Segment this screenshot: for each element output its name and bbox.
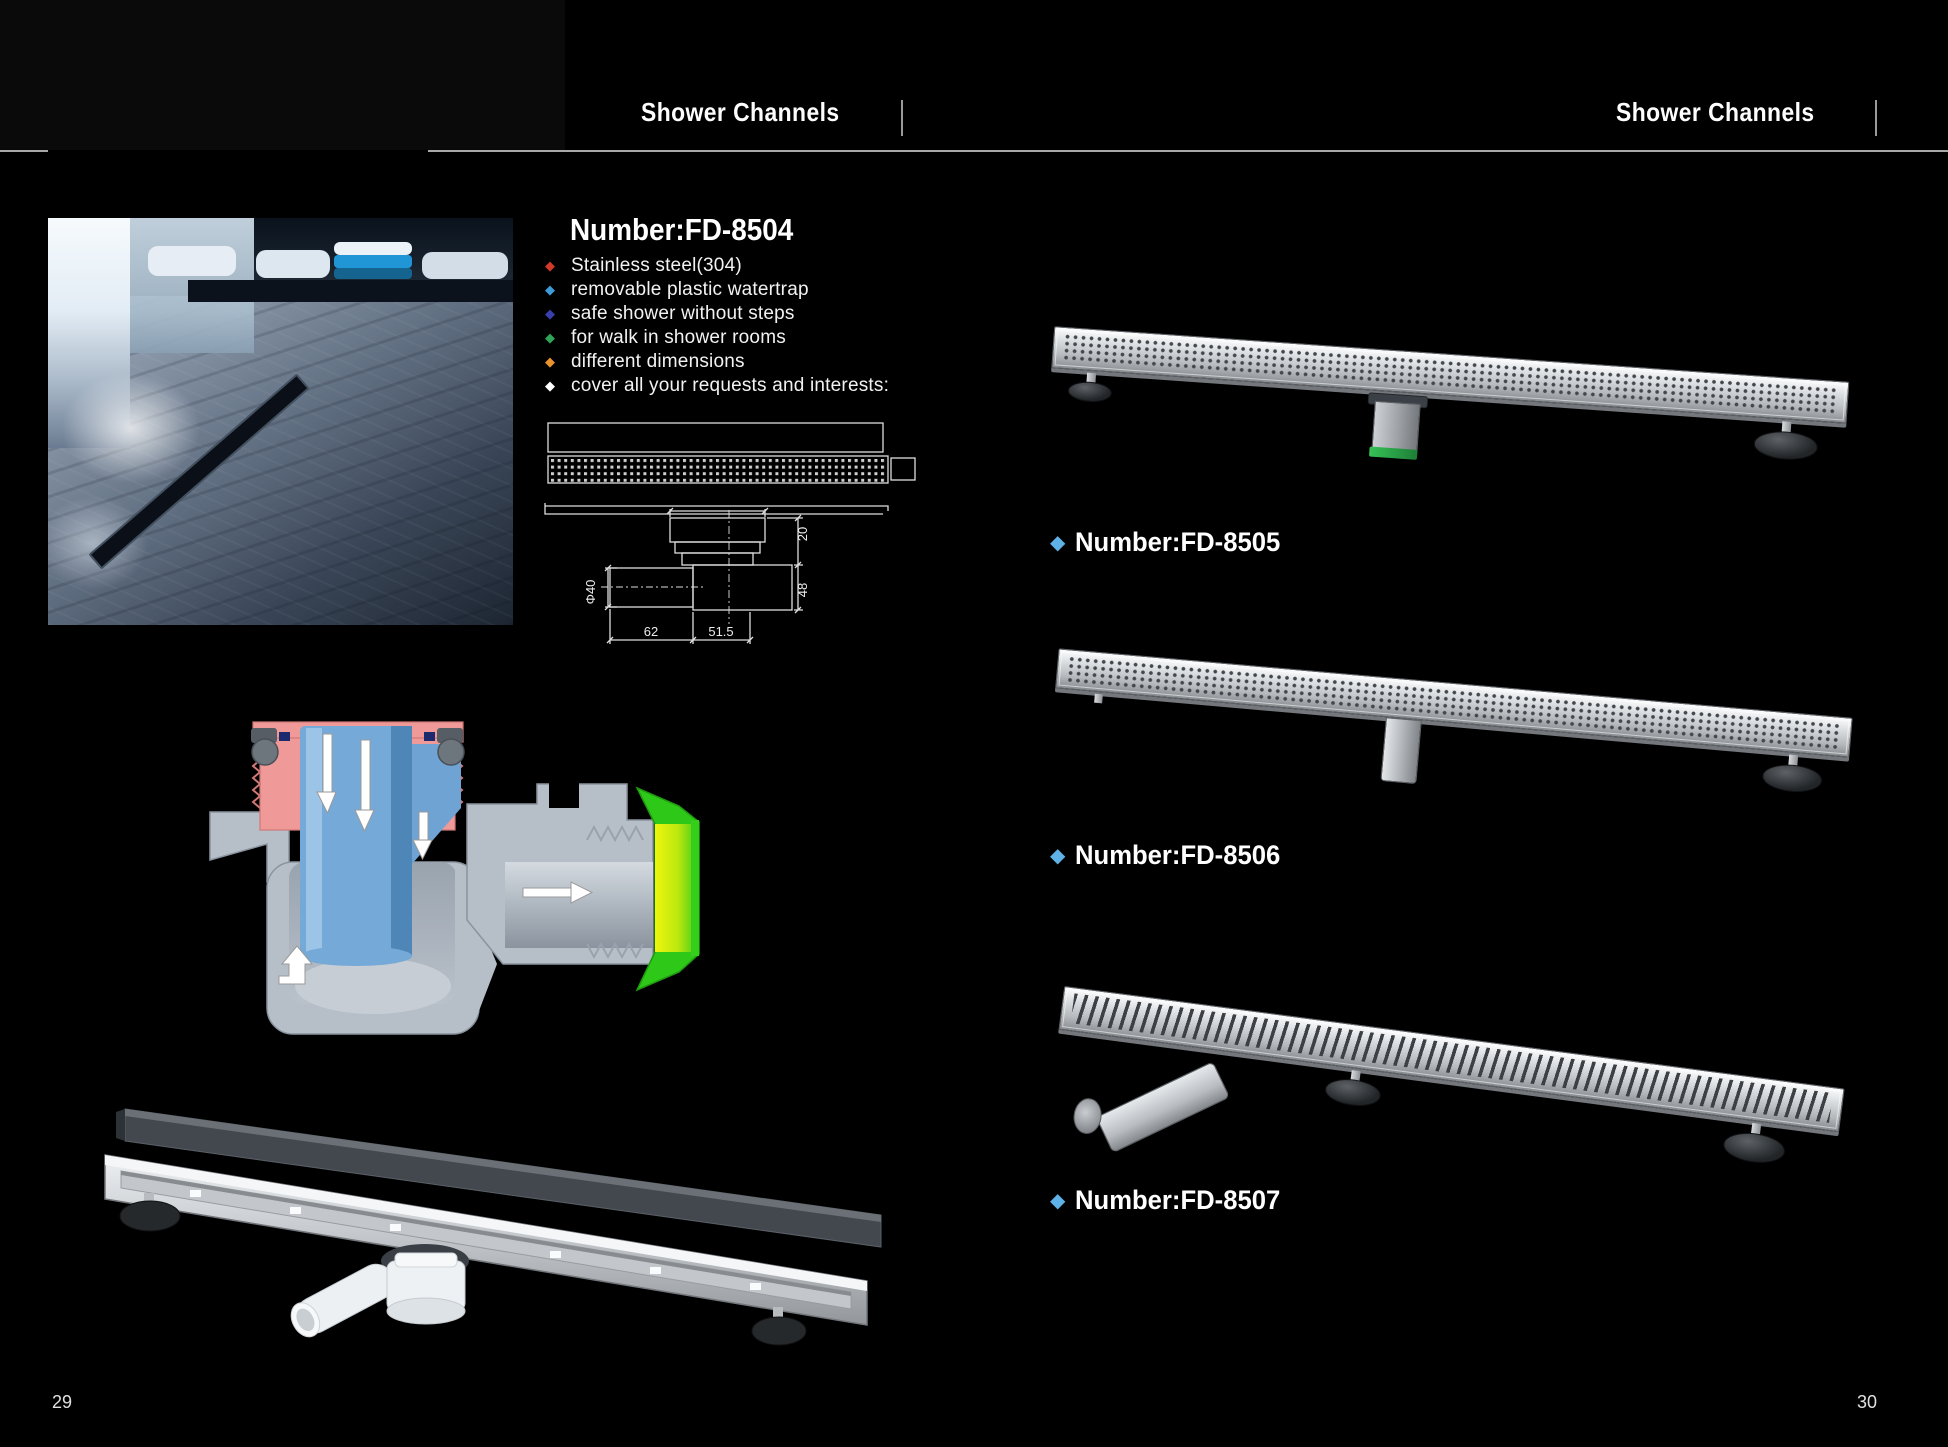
photo-towel-blue — [334, 255, 412, 268]
header-rule-left-stub — [0, 150, 48, 152]
photo-towel-white — [422, 252, 508, 279]
drawing-grate-top-view — [547, 455, 889, 484]
suction-foot — [1721, 1129, 1787, 1167]
diamond-bullet-icon: ◆ — [545, 306, 555, 321]
photo-towel-white — [334, 242, 412, 255]
flow-arrows — [278, 733, 594, 985]
feature-text: for walk in shower rooms — [571, 327, 786, 348]
product-label-fd8506: ◆ Number:FD-8506 — [1050, 840, 1281, 870]
body-divider — [455, 862, 497, 1016]
technical-drawing: Φ40 20 48 62 51.5 — [544, 422, 916, 644]
feature-text: different dimensions — [571, 351, 745, 372]
flow-arrow-return — [278, 945, 314, 985]
feature-text: safe shower without steps — [571, 303, 795, 324]
page-title-left: Shower Channels — [641, 97, 840, 127]
suction-foot — [1067, 380, 1113, 404]
trap-gasket-green — [1368, 446, 1418, 460]
photo-light-glow — [56, 368, 206, 488]
header-divider-right — [1875, 100, 1877, 136]
dim-body-height: 48 — [795, 583, 810, 597]
product-photo-fd8504 — [104, 1108, 882, 1346]
photo-towel-white — [148, 246, 236, 276]
channel-image-fd8505 — [1048, 318, 1868, 498]
photo-towel-white — [256, 250, 330, 278]
channel-image-fd8506 — [1050, 640, 1870, 840]
feature-text: removable plastic watertrap — [571, 279, 809, 300]
flow-arrow-down — [418, 811, 429, 841]
dim-pipe-diameter: Φ40 — [583, 580, 598, 605]
suction-foot — [1761, 762, 1824, 795]
outlet-thread-bottom — [586, 941, 644, 960]
suction-foot — [1323, 1075, 1383, 1110]
dim-grate-height: 20 — [795, 527, 810, 541]
channel-image-fd8507 — [1050, 975, 1870, 1195]
photo-towel-blue — [334, 268, 412, 279]
header-rule — [428, 150, 1948, 152]
diamond-bullet-icon: ◆ — [545, 378, 555, 393]
channel-grate — [1055, 648, 1853, 758]
dim-pipe-length: 62 — [644, 624, 658, 639]
clamp-bolts — [251, 728, 465, 766]
page-number-right: 30 — [1857, 1392, 1878, 1412]
flow-arrow-down — [322, 733, 333, 793]
outlet-pipe-angled — [1095, 1061, 1231, 1154]
trap-cylinder — [1371, 400, 1421, 454]
perforation-pattern — [1065, 655, 1843, 750]
perforation-pattern — [1061, 332, 1839, 417]
product-label-fd8505: ◆ Number:FD-8505 — [1050, 527, 1281, 557]
page-number-left: 29 — [52, 1392, 73, 1412]
diamond-bullet-icon: ◆ — [545, 282, 555, 297]
top-left-band — [0, 0, 565, 150]
outlet-spigot — [635, 786, 700, 992]
diamond-bullet-icon: ◆ — [1050, 1190, 1066, 1212]
bathroom-photo — [48, 218, 513, 625]
product-number-title: Number:FD-8504 — [570, 212, 794, 247]
drawing-side-profile — [544, 503, 889, 515]
channel-body — [104, 1154, 868, 1326]
drawing-end-box — [890, 457, 916, 481]
flow-arrow-down — [360, 739, 371, 811]
cover-strip — [116, 1108, 882, 1248]
header-divider-left — [901, 100, 903, 136]
flow-arrow-right — [522, 887, 572, 898]
outlet-pipe-opening — [1071, 1096, 1104, 1136]
suction-foot — [1752, 429, 1819, 462]
page-title-right: Shower Channels — [1616, 97, 1815, 127]
drawing-channel-top-view — [547, 422, 884, 453]
diamond-bullet-icon: ◆ — [1050, 532, 1066, 554]
diamond-bullet-icon: ◆ — [545, 354, 555, 369]
suction-foot — [119, 1193, 807, 1346]
diamond-bullet-icon: ◆ — [545, 330, 555, 345]
channel-grate — [1051, 326, 1850, 424]
diamond-bullet-icon: ◆ — [545, 258, 555, 273]
diamond-bullet-icon: ◆ — [1050, 845, 1066, 867]
outlet-thread-top — [586, 824, 644, 843]
watertrap-white — [290, 1244, 469, 1338]
watertrap-cutaway-diagram — [209, 721, 700, 1035]
feature-text: Stainless steel(304) — [571, 255, 742, 276]
dim-body-length: 51.5 — [708, 624, 733, 639]
feature-list: ◆ Stainless steel(304) ◆ removable plast… — [545, 254, 945, 399]
outlet-bore — [505, 862, 653, 948]
product-label-fd8507: ◆ Number:FD-8507 — [1050, 1185, 1281, 1215]
outlet-pipe — [1380, 717, 1422, 785]
feature-text: cover all your requests and interests: — [571, 375, 890, 396]
